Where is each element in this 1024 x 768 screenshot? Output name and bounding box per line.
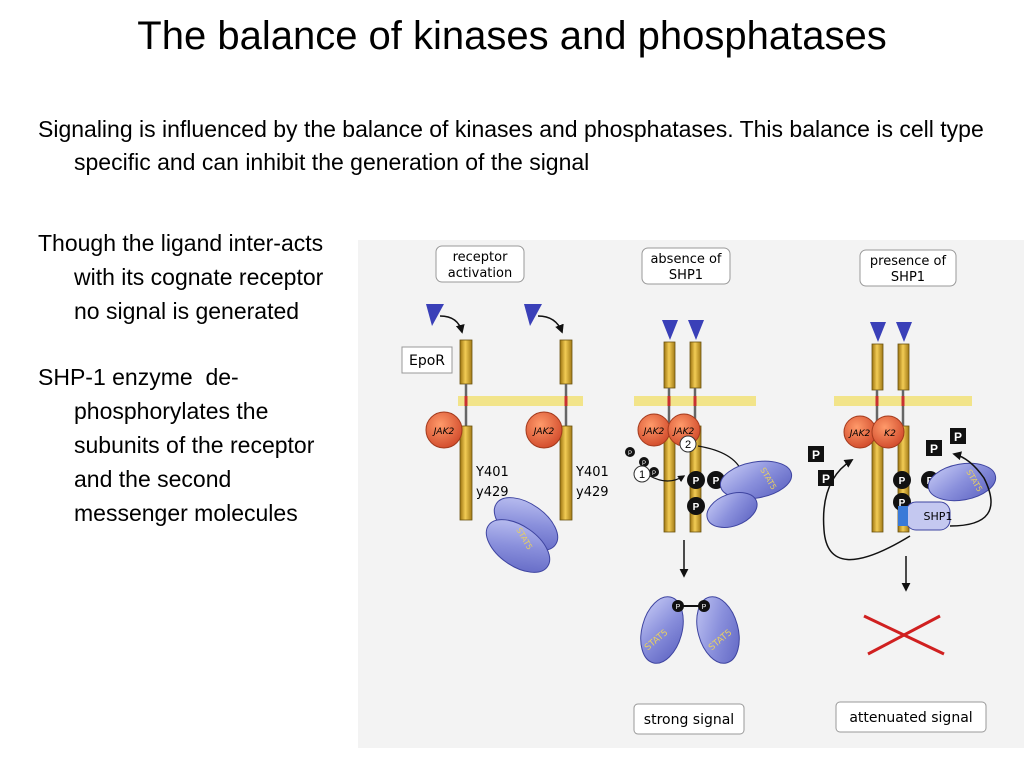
svg-text:JAK2: JAK2 (432, 427, 455, 437)
intro-paragraph: Signaling is influenced by the balance o… (38, 116, 984, 175)
svg-text:JAK2: JAK2 (642, 427, 665, 437)
y429-2: y429 (576, 485, 609, 500)
svg-text:K2: K2 (884, 429, 896, 439)
label-strong-signal: strong signal (633, 703, 745, 735)
ligand-1 (426, 304, 465, 334)
stat5-dimer-inactive: STAT5 (485, 497, 559, 573)
y401-2: Y401 (575, 465, 609, 480)
y401-1: Y401 (475, 465, 509, 480)
membrane-left (458, 396, 583, 406)
jak2-2: JAK2 (525, 411, 563, 449)
svg-text:P: P (954, 430, 962, 444)
svg-text:activation: activation (448, 266, 512, 281)
shp1-arrows (822, 451, 992, 561)
jak2-right: JAK2 K2 (843, 415, 905, 449)
svg-text:JAK2: JAK2 (532, 427, 555, 437)
label-attenuated-signal: attenuated signal (835, 701, 987, 733)
phospho-small-middle: P P P (625, 447, 659, 477)
svg-text:P: P (812, 448, 820, 462)
svg-text:JAK2: JAK2 (848, 429, 871, 439)
ligand-2 (524, 304, 564, 334)
receptor-1 (459, 339, 473, 521)
ligands-right (870, 322, 912, 342)
svg-text:P: P (693, 502, 700, 513)
svg-text:P: P (899, 476, 906, 487)
svg-text:1: 1 (639, 469, 645, 481)
svg-text:P: P (628, 451, 632, 457)
svg-text:P: P (930, 442, 938, 456)
label-receptor-activation: receptor activation (435, 245, 525, 283)
svg-text:P: P (642, 461, 646, 467)
ligands-middle (662, 320, 704, 340)
svg-text:P: P (652, 471, 656, 477)
bullet-ligand: Though the ligand inter-acts with its co… (38, 230, 330, 324)
bullet-shp1: SHP-1 enzyme de-phosphorylates the subun… (38, 364, 321, 526)
svg-text:P: P (693, 476, 700, 487)
label-presence-shp1: presence of SHP1 (859, 249, 957, 287)
jak2-1: JAK2 (425, 411, 463, 449)
svg-text:receptor: receptor (453, 250, 509, 265)
stat5-bound-middle: STAT5 (706, 460, 793, 528)
svg-text:2: 2 (685, 439, 691, 451)
svg-text:P: P (676, 604, 681, 611)
svg-text:attenuated signal: attenuated signal (849, 710, 972, 726)
svg-text:P: P (713, 476, 720, 487)
shp1-enzyme: SHP1 (898, 501, 953, 531)
svg-text:absence of: absence of (650, 252, 721, 267)
epor-label: EpoR (401, 346, 453, 374)
y429-1: y429 (476, 485, 509, 500)
stat5-bound-right: STAT5 (927, 462, 997, 502)
svg-text:SHP1: SHP1 (669, 268, 703, 283)
signaling-diagram: receptor activation absence of SHP1 pres… (358, 240, 1024, 748)
svg-text:JAK2: JAK2 (672, 427, 695, 437)
slide-title: The balance of kinases and phosphatases (137, 14, 887, 58)
bullet-list: Though the ligand inter-acts with its co… (38, 226, 348, 562)
receptor-2 (559, 339, 573, 521)
label-absence-shp1: absence of SHP1 (641, 247, 731, 285)
free-phosphates-right: P P P P (808, 428, 966, 486)
svg-text:SHP1: SHP1 (891, 270, 925, 285)
step-markers-middle: 1 2 (633, 435, 744, 483)
svg-text:EpoR: EpoR (409, 353, 445, 369)
svg-text:presence of: presence of (870, 254, 947, 269)
blocked-cross (863, 614, 945, 656)
stat5-dimer-active: P P STAT5 STAT5 (640, 596, 740, 664)
svg-text:P: P (822, 472, 830, 486)
svg-text:SHP1: SHP1 (924, 510, 953, 523)
svg-text:P: P (899, 498, 906, 509)
svg-text:strong signal: strong signal (644, 712, 734, 728)
svg-text:P: P (702, 604, 707, 611)
